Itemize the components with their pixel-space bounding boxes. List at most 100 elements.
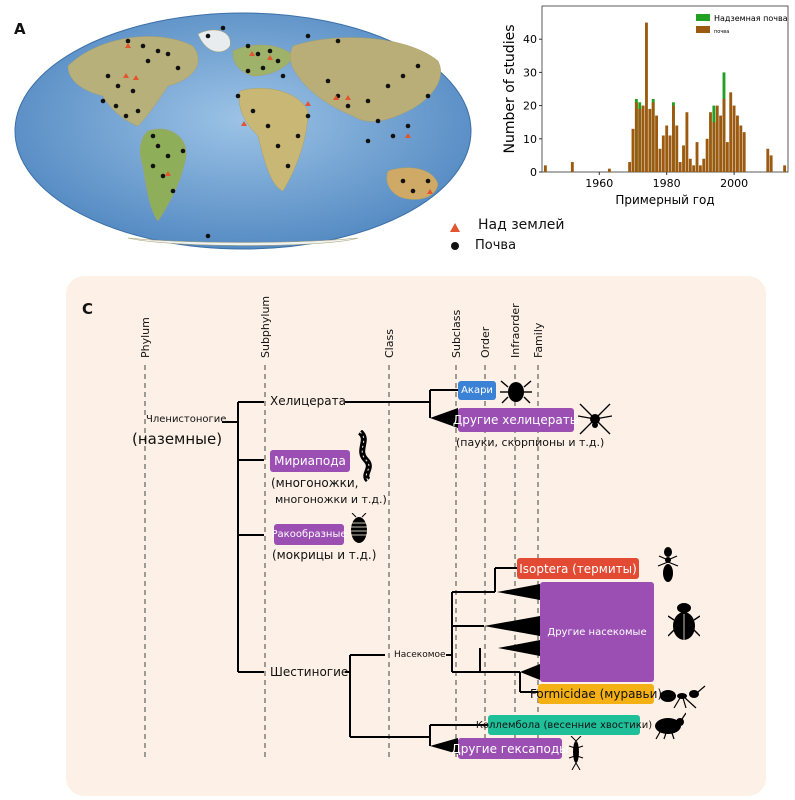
springtail-icon xyxy=(655,712,686,740)
north-america xyxy=(67,36,199,127)
soil-point xyxy=(150,133,156,139)
bar-soil xyxy=(729,92,733,172)
bar-soil xyxy=(634,102,638,172)
bar-soil xyxy=(766,148,770,172)
hexapoda-label: Шестиногие xyxy=(270,665,349,679)
soil-point xyxy=(155,48,161,54)
bar-soil xyxy=(692,165,696,172)
soil-point xyxy=(325,78,331,84)
soil-point xyxy=(267,48,273,54)
soil-point xyxy=(405,123,411,129)
y-tick-label: 0 xyxy=(530,166,537,179)
y-tick-label: 40 xyxy=(523,33,537,46)
above-ground-point xyxy=(333,95,339,100)
soil-marker xyxy=(451,242,459,250)
bar-soil xyxy=(668,135,672,172)
y-tick-label: 20 xyxy=(523,100,537,113)
soil-point xyxy=(345,103,351,109)
clade-formicidae xyxy=(520,664,540,680)
collapsed-clades xyxy=(430,408,540,754)
europe xyxy=(232,44,294,77)
soil-point xyxy=(123,113,129,119)
bar-soil xyxy=(783,165,787,172)
above-ground-point xyxy=(267,55,273,60)
soil-point xyxy=(170,188,176,194)
bar-soil xyxy=(628,162,632,172)
soil-point xyxy=(425,178,431,184)
soil-point xyxy=(415,63,421,69)
bar-soil xyxy=(638,108,642,172)
soil-point xyxy=(205,233,211,239)
bar-soil xyxy=(736,115,739,172)
soil-point xyxy=(365,98,371,104)
soil-point xyxy=(205,33,211,39)
soil-point xyxy=(285,163,291,169)
soil-sample-points xyxy=(100,25,431,239)
ant-icon xyxy=(660,685,706,709)
soil-point xyxy=(275,58,281,64)
soil-point xyxy=(250,108,256,114)
x-tick-label: 1980 xyxy=(653,177,681,190)
bar-soil xyxy=(739,125,743,172)
soil-point xyxy=(305,33,311,39)
termite-icon xyxy=(657,547,679,582)
silverfish-icon xyxy=(568,736,584,770)
soil-point xyxy=(385,83,391,89)
bar-soil xyxy=(742,132,746,172)
soil-point xyxy=(260,65,266,71)
soil-point xyxy=(135,108,141,114)
legend-label-aboveground: Надземная почва xyxy=(714,14,788,23)
soil-point xyxy=(155,143,161,149)
soil-point xyxy=(165,51,171,57)
soil-point xyxy=(425,93,431,99)
soil-point xyxy=(180,148,186,154)
bar-soil xyxy=(658,148,662,172)
soil-point xyxy=(245,43,251,49)
bar-soil xyxy=(709,112,712,172)
soil-point xyxy=(255,51,261,57)
chelicerata-label: Хелицерата xyxy=(270,394,346,408)
australia xyxy=(386,167,439,200)
asia xyxy=(290,37,441,122)
root-label: Членистоногие xyxy=(146,414,227,425)
bar-soil xyxy=(702,158,706,172)
bar-soil xyxy=(641,105,645,172)
bar-soil xyxy=(722,98,726,172)
soil-point xyxy=(130,88,136,94)
insecta-label: Насекомое xyxy=(394,650,446,660)
clade-other-insects-2 xyxy=(498,640,540,656)
soil-point xyxy=(145,58,151,64)
soil-point xyxy=(305,113,311,119)
soil-point xyxy=(390,133,396,139)
bar-soil xyxy=(543,165,547,172)
bar-soil xyxy=(648,108,652,172)
panel-c-label: C xyxy=(82,300,94,318)
woodlouse-icon xyxy=(351,513,367,543)
soil-point xyxy=(295,133,301,139)
soil-point xyxy=(375,118,381,124)
legend-swatch-aboveground xyxy=(696,14,710,21)
crustacea-box: Ракообразные xyxy=(272,524,347,545)
bar-soil xyxy=(651,102,655,172)
bar-soil xyxy=(665,125,669,172)
beetle-icon xyxy=(668,603,700,640)
spider-icon xyxy=(578,403,612,435)
y-tick-label: 30 xyxy=(523,66,537,79)
soil-point xyxy=(220,25,226,31)
bar-soil xyxy=(688,158,692,172)
root-sub-label: (наземные) xyxy=(132,430,223,448)
soil-point xyxy=(125,38,131,44)
above-ground-point xyxy=(241,121,247,126)
myriapoda-note-2: многоножки и т.д.) xyxy=(275,493,387,506)
legend-soil: Почва xyxy=(475,238,517,253)
bar-soil xyxy=(645,22,648,172)
above-ground-marker xyxy=(450,223,460,232)
x-tick-label: 1960 xyxy=(585,177,613,190)
soil-point xyxy=(160,173,166,179)
bar-soil xyxy=(675,125,679,172)
above-ground-point xyxy=(123,73,129,78)
x-axis-label: Примерный год xyxy=(615,193,714,207)
tree-panel xyxy=(66,276,766,796)
bar-soil xyxy=(570,162,574,172)
